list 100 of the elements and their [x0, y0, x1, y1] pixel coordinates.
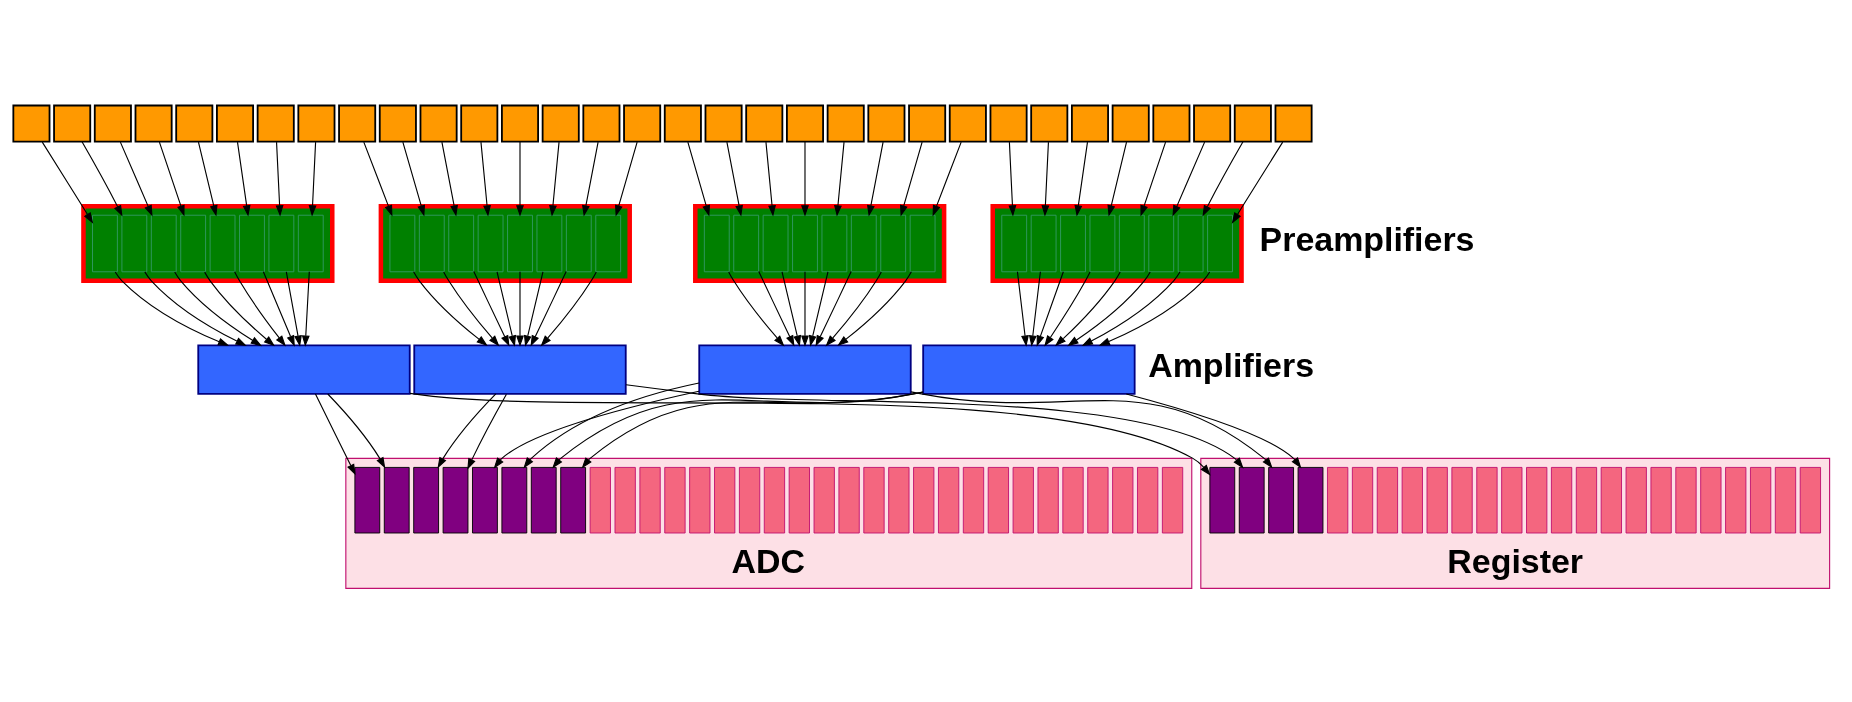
node-bar [1030, 214, 1057, 272]
node-bar [1177, 214, 1204, 272]
arrow [1008, 141, 1017, 217]
arrow [119, 141, 153, 216]
arrow [825, 270, 882, 346]
node-bar [595, 214, 622, 272]
node-bar [1650, 466, 1672, 533]
arrow [1074, 141, 1089, 217]
node-bar [1451, 466, 1473, 533]
arrow [1202, 140, 1244, 217]
arrow [496, 270, 517, 347]
node-box [704, 104, 743, 143]
node-bar [1148, 214, 1175, 272]
arrow [549, 141, 560, 217]
arrow [1107, 141, 1128, 217]
node-bar [472, 466, 498, 533]
arrow [493, 390, 700, 469]
node-bar [1118, 214, 1145, 272]
arrow [402, 141, 425, 217]
arrow [1028, 270, 1041, 347]
node-box [134, 104, 173, 143]
arrow [204, 271, 275, 346]
arrow [314, 392, 356, 475]
node-bar [121, 214, 148, 272]
node-bar [1725, 466, 1747, 533]
node-bar [1089, 214, 1116, 272]
arrow [413, 270, 488, 346]
node-bar [1575, 466, 1598, 533]
arrow [1125, 392, 1302, 468]
arrow [781, 270, 802, 347]
node-bar [792, 214, 818, 272]
arrow [81, 140, 123, 217]
node-bar [1161, 466, 1184, 533]
node-bar [209, 214, 236, 272]
node-bar [714, 466, 736, 533]
node-bar [1327, 466, 1349, 533]
node-bar [639, 466, 661, 533]
node-bar [1137, 466, 1159, 533]
node-bar [987, 466, 1009, 533]
arrow [765, 141, 776, 217]
node-box [698, 343, 912, 395]
node-box [460, 104, 499, 143]
arrow [530, 270, 567, 347]
node-bar [913, 466, 935, 533]
arrow [582, 141, 599, 217]
node-box [1111, 104, 1150, 143]
node-bar [1426, 466, 1448, 533]
node-bar [1774, 466, 1797, 533]
node-bar [689, 466, 711, 533]
node-box [1193, 104, 1232, 143]
node-box [12, 104, 51, 143]
node-bar [909, 214, 936, 272]
arrow [540, 270, 597, 346]
arrow [480, 141, 491, 217]
node-bar [297, 214, 324, 272]
node-bar [1401, 466, 1423, 533]
node-bar [1037, 466, 1059, 533]
arrow [932, 141, 962, 216]
node-box [338, 104, 377, 143]
arrow [363, 141, 393, 216]
arrow [523, 381, 700, 468]
arrow [236, 141, 251, 217]
arrow [1044, 271, 1091, 347]
node-box [1071, 104, 1109, 143]
arrow [910, 390, 1273, 468]
node-box [419, 104, 458, 143]
node-box [922, 343, 1136, 395]
node-bar [813, 466, 835, 533]
node-bar [1376, 466, 1399, 533]
node-bar [150, 214, 177, 272]
arrow [1016, 270, 1029, 347]
node-box [867, 104, 906, 143]
node-bar [560, 466, 587, 533]
node-bar [536, 214, 563, 272]
node-box [582, 104, 621, 143]
node-bar [589, 466, 611, 533]
arrow [625, 383, 1244, 469]
node-bar [507, 214, 533, 272]
arrow [158, 141, 185, 217]
arrow [234, 270, 286, 346]
node-bar [1600, 466, 1622, 533]
node-bar [565, 214, 592, 272]
arrow [1041, 141, 1050, 217]
node-bar [1625, 466, 1647, 533]
label: Amplifiers [1148, 345, 1315, 384]
node-bar [1112, 466, 1134, 533]
arrow [301, 270, 310, 347]
node-bar [1012, 466, 1034, 533]
node-box [1030, 104, 1069, 143]
arrow [441, 141, 458, 217]
node-bar [733, 214, 760, 272]
arrow [41, 141, 94, 224]
node-bar [1750, 466, 1772, 533]
node-box [745, 104, 784, 143]
node-bar [880, 214, 907, 272]
arrow [1140, 141, 1167, 217]
arrow [1231, 141, 1284, 224]
node-bar [1799, 466, 1821, 533]
node-box [989, 104, 1028, 143]
node-bar [383, 466, 410, 533]
